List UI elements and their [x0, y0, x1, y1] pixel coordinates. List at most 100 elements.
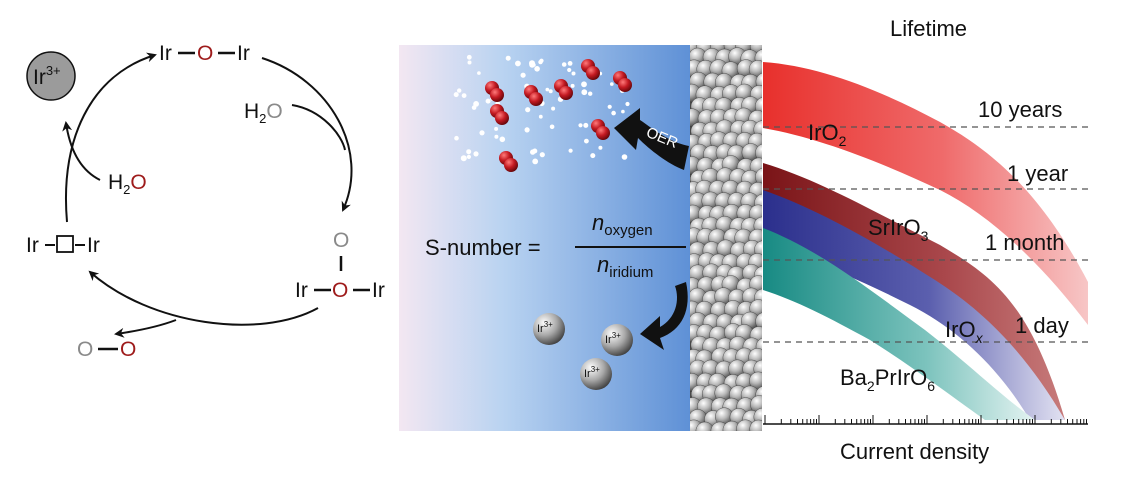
cycle-arrow-3	[88, 270, 319, 326]
o2-molecule-sphere-pair	[581, 59, 600, 80]
numerator: noxygen	[592, 210, 653, 239]
x-axis-ticks	[764, 415, 1087, 424]
band-iro2	[763, 62, 1088, 325]
water-bubble	[581, 81, 587, 88]
water-bubble	[549, 124, 555, 130]
ir-oo-ir: O Ir O Ir	[295, 229, 385, 302]
label-irox: IrOx	[945, 317, 984, 346]
water-bubble	[538, 114, 543, 119]
water-bubble	[538, 59, 543, 65]
water-right: H2O	[244, 100, 283, 126]
o2-molecule: O O	[77, 338, 136, 361]
water-bubble	[505, 55, 511, 61]
svg-text:O: O	[333, 229, 349, 252]
water-bubble	[466, 54, 472, 60]
surface-atom	[689, 434, 707, 452]
ir3-ions: Ir3+ Ir3+ Ir3+	[533, 313, 633, 390]
water-bubble	[610, 82, 614, 86]
water-bubble	[453, 92, 459, 98]
water-bubble	[567, 61, 573, 66]
chart-title: Lifetime	[890, 16, 967, 41]
water-bubble	[581, 89, 588, 96]
vacancy-square	[56, 235, 74, 253]
water-bubble	[454, 135, 459, 141]
water-bubble	[466, 154, 471, 159]
water-bubble	[525, 107, 531, 113]
water-bubble	[461, 93, 467, 98]
water-bubble	[548, 89, 553, 94]
water-bubble	[588, 91, 593, 96]
water-bubble	[529, 60, 535, 67]
svg-text:Ir: Ir	[372, 279, 385, 302]
water-bubble	[545, 87, 550, 92]
band-irox	[763, 190, 1065, 420]
o2-molecules	[485, 59, 632, 172]
o2-molecule-sphere-pair	[591, 119, 610, 140]
water-bubble	[534, 66, 540, 72]
water-bubble	[561, 62, 567, 67]
svg-text:O: O	[77, 338, 93, 361]
surface-atom	[755, 167, 762, 186]
water-bubble	[551, 106, 556, 111]
water-bubble	[625, 101, 630, 107]
surface-atom	[755, 312, 762, 331]
water-bubble	[466, 149, 472, 155]
water-bubble	[524, 127, 530, 133]
band-ba	[763, 228, 1035, 420]
water-bubble	[621, 109, 625, 114]
svg-text:Ir: Ir	[295, 279, 308, 302]
surface-atom	[715, 433, 733, 451]
s-number-formula: S-number = noxygen niridium	[425, 210, 686, 281]
water-bubble	[494, 126, 499, 131]
ir-o-ir-top: Ir O Ir	[159, 42, 250, 65]
label-ba: Ba2PrIrO6	[840, 365, 935, 394]
water-bubble	[520, 72, 526, 78]
denominator: niridium	[597, 252, 653, 281]
svg-text:Ir: Ir	[26, 234, 39, 257]
lifetime-chart: Lifetime 10 years 1 year 1 month 1 day I…	[763, 16, 1088, 464]
catalyst-surface	[689, 45, 773, 452]
level-label-1-year: 1 year	[1007, 161, 1068, 186]
cycle-arrow-2	[261, 57, 353, 212]
water-bubble	[471, 105, 477, 110]
o2-molecule-sphere-pair	[524, 85, 543, 106]
o2-molecule-sphere-pair	[613, 71, 632, 92]
water-bubble	[590, 153, 596, 159]
svg-text:Ir3+: Ir3+	[605, 331, 621, 346]
svg-text:O: O	[120, 338, 136, 361]
x-axis-label: Current density	[840, 439, 989, 464]
water-left: H2O	[108, 171, 147, 197]
level-label-1-month: 1 month	[985, 230, 1065, 255]
ir3-ion: Ir3+	[601, 324, 633, 356]
cycle-arrow-1	[65, 52, 157, 223]
ir-dissolution-arrow	[640, 282, 688, 350]
svg-text:Ir: Ir	[87, 234, 100, 257]
ir3-ion-circle	[26, 51, 76, 101]
water-bubble	[457, 88, 462, 93]
water-bubble	[467, 60, 472, 65]
ir-vacancy-ir: Ir Ir	[26, 234, 100, 257]
water-bubble	[607, 104, 612, 109]
solution-background	[399, 45, 697, 431]
ir3-ion-label: Ir3+	[33, 63, 61, 89]
svg-text:Ir3+: Ir3+	[537, 320, 553, 335]
level-label-1-day: 1 day	[1015, 313, 1069, 338]
dissolution-arrow	[62, 121, 101, 181]
label-srir: SrIrO3	[868, 215, 929, 244]
surface-atom	[695, 421, 715, 431]
ir3-ion: Ir3+	[580, 358, 612, 390]
water-bubble	[532, 158, 539, 165]
water-bubble	[460, 155, 467, 162]
level-label-10-years: 10 years	[978, 97, 1062, 122]
surface-atom	[755, 433, 773, 451]
surface-atom	[742, 434, 760, 452]
surface-atom	[749, 419, 762, 431]
surface-atom	[704, 432, 722, 450]
water-bubble	[567, 67, 572, 73]
water-in-arrow	[291, 104, 346, 151]
water-bubble	[494, 134, 499, 139]
electrode-panel: OER S-number = noxygen niridium Ir3+ Ir3…	[399, 45, 773, 452]
water-bubble	[477, 71, 481, 75]
water-bubble	[473, 101, 479, 107]
catalytic-cycle: Ir3+ Ir O Ir H2O H2O Ir Ir O Ir O	[26, 42, 385, 361]
